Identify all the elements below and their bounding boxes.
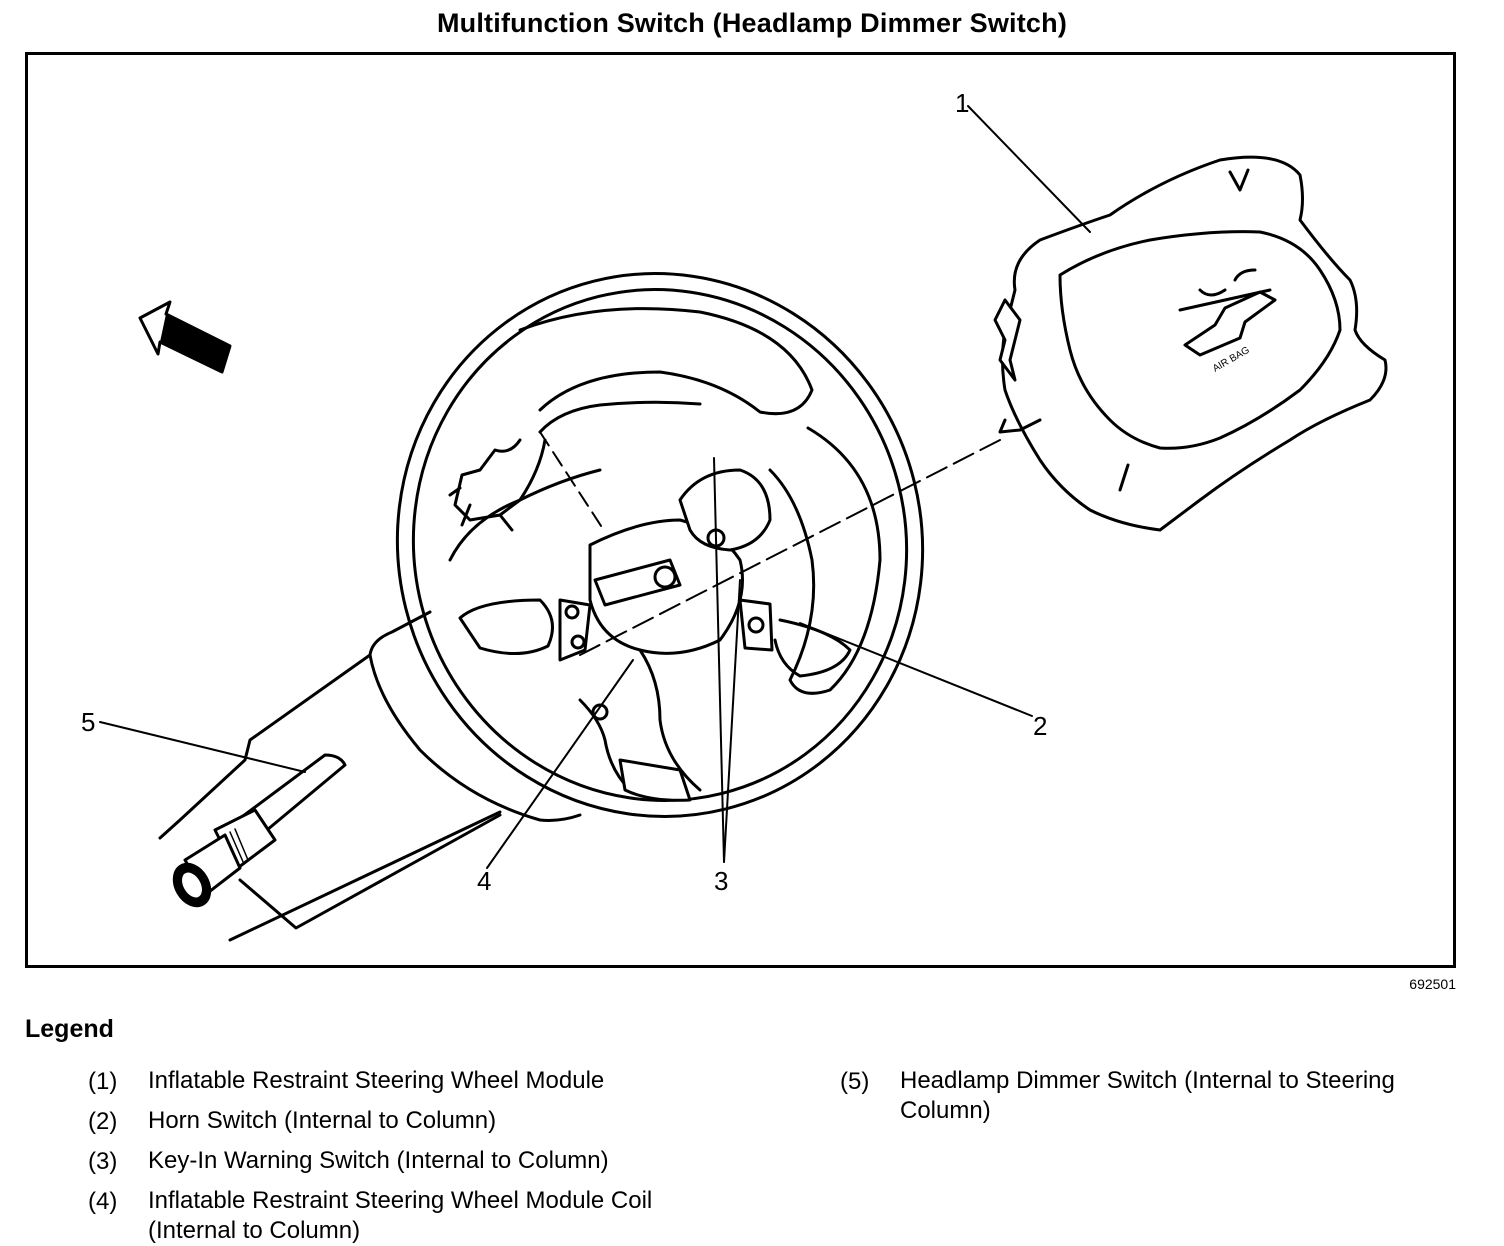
- legend-column-right: (5) Headlamp Dimmer Switch (Internal to …: [840, 1064, 1400, 1126]
- callout-1: 1: [955, 88, 969, 118]
- legend-item: (2) Horn Switch (Internal to Column): [88, 1104, 728, 1139]
- legend-item-number: (4): [88, 1188, 118, 1215]
- legend-item: (1) Inflatable Restraint Steering Wheel …: [88, 1064, 728, 1099]
- legend-item: (3) Key-In Warning Switch (Internal to C…: [88, 1144, 728, 1179]
- legend-item-number: (3): [88, 1148, 118, 1175]
- callout-3: 3: [714, 866, 728, 896]
- callout-2: 2: [1033, 711, 1047, 741]
- callout-4: 4: [477, 866, 491, 896]
- legend-item-number: (2): [88, 1108, 118, 1135]
- legend-item-text: Key-In Warning Switch (Internal to Colum…: [148, 1147, 609, 1174]
- legend-item: (4) Inflatable Restraint Steering Wheel …: [88, 1184, 728, 1246]
- legend-item-number: (1): [88, 1068, 118, 1095]
- legend-heading: Legend: [25, 1015, 114, 1043]
- alignment-line-a: [539, 431, 606, 533]
- alignment-line-b: [579, 439, 1001, 656]
- legend-column-left: (1) Inflatable Restraint Steering Wheel …: [88, 1064, 728, 1246]
- leader-line-3b: [713, 457, 725, 863]
- leader-line-1: [967, 105, 1091, 233]
- legend-item-number: (5): [840, 1068, 870, 1095]
- legend-item-text: Horn Switch (Internal to Column): [148, 1107, 497, 1134]
- diagram-frame: [25, 52, 1456, 968]
- callout-5: 5: [81, 707, 95, 737]
- wiring-connector: [448, 438, 547, 532]
- steering-column-shroud: [158, 610, 582, 942]
- leader-lines: [99, 105, 1091, 869]
- diagram-title: Multifunction Switch (Headlamp Dimmer Sw…: [436, 8, 1068, 38]
- leader-line-5: [99, 721, 306, 773]
- legend-item: (5) Headlamp Dimmer Switch (Internal to …: [840, 1064, 1400, 1126]
- legend-item-text: Inflatable Restraint Steering Wheel Modu…: [148, 1067, 605, 1094]
- direction-arrow-icon: [138, 300, 232, 374]
- steering-wheel-illustration: AIR BAG 1 2 3 4 5: [81, 88, 1388, 942]
- figure-id: 692501: [1409, 976, 1456, 992]
- headlamp-dimmer-switch: [172, 753, 347, 908]
- steering-wheel-hub: [448, 400, 852, 802]
- leader-line-2: [799, 622, 1033, 717]
- legend-item-text: Headlamp Dimmer Switch (Internal to Stee…: [900, 1067, 1395, 1124]
- leader-line-3a: [723, 579, 741, 863]
- steering-wheel-rim: [395, 272, 925, 818]
- airbag-module: AIR BAG: [993, 155, 1388, 532]
- legend-item-text: Inflatable Restraint Steering Wheel Modu…: [148, 1187, 653, 1244]
- leader-line-4: [486, 659, 634, 869]
